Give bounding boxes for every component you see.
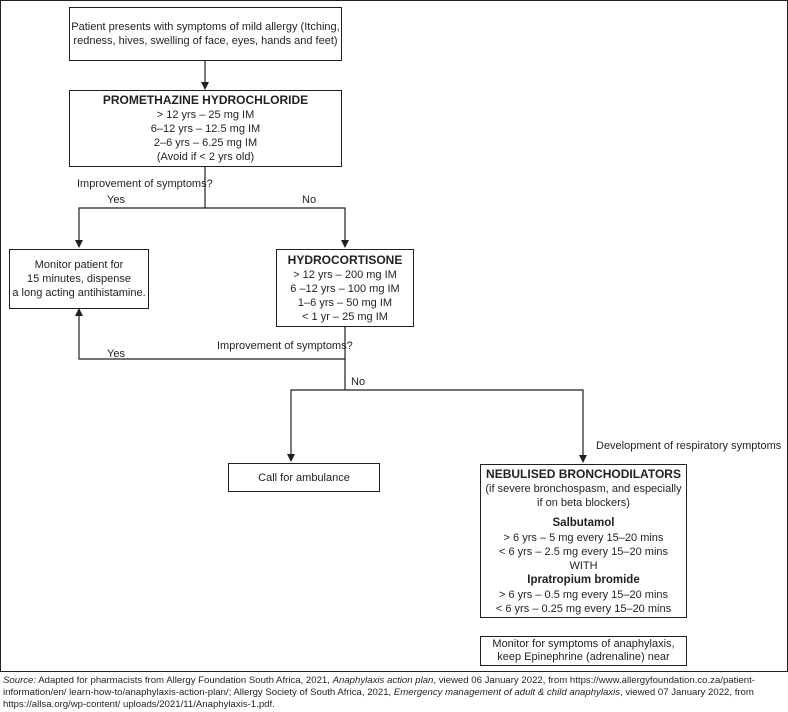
with-label: WITH [569, 559, 598, 572]
improvement-question-1: Improvement of symptoms? [77, 178, 213, 190]
no-label-2: No [351, 376, 366, 388]
ipratropium-dose-2: < 6 yrs – 0.25 mg every 15–20 mins [495, 602, 672, 615]
monitor-box: Monitor patient for 15 minutes, dispense… [9, 249, 149, 309]
source-text-3: , viewed 07 January 2022, from https://a… [3, 687, 754, 711]
yes-label-1: Yes [107, 194, 125, 206]
nebulised-note-2: if on beta blockers) [537, 496, 630, 509]
monitor-line-1: Monitor patient for [34, 259, 124, 271]
source-title-2: Emergency management of adult & child an… [393, 687, 621, 699]
hydrocortisone-dose-4: < 1 yr – 25 mg IM [302, 310, 388, 323]
hydrocortisone-dose-3: 1–6 yrs – 50 mg IM [297, 296, 393, 309]
source-title-1: Anaphylaxis action plan [332, 675, 434, 686]
nebulised-box: NEBULISED BRONCHODILATORS (if severe bro… [480, 464, 687, 618]
source-label: Source: [3, 675, 37, 686]
ipratropium-dose-1: > 6 yrs – 0.5 mg every 15–20 mins [498, 588, 669, 601]
connector-promethazine-branch [75, 167, 206, 248]
start-line-1: Patient presents with symptoms of mild a… [71, 21, 340, 33]
ambulance-box: Call for ambulance [228, 463, 380, 492]
connector-promethazine-no [205, 207, 349, 248]
anaphylaxis-line-1: Monitor for symptoms of anaphylaxis, [492, 638, 675, 650]
nebulised-note-1: (if severe bronchospasm, and especially [485, 482, 682, 495]
hydrocortisone-title: HYDROCORTISONE [287, 252, 403, 267]
start-box: Patient presents with symptoms of mild a… [69, 7, 342, 61]
connector-hydrocortisone-yes [75, 308, 346, 360]
anaphylaxis-monitor-box: Monitor for symptoms of anaphylaxis, kee… [480, 636, 687, 666]
hydrocortisone-box: HYDROCORTISONE > 12 yrs – 200 mg IM 6 –1… [276, 249, 414, 327]
promethazine-dose-2: 6–12 yrs – 12.5 mg IM [150, 123, 261, 135]
salbutamol-dose-2: < 6 yrs – 2.5 mg every 15–20 mins [498, 545, 669, 558]
connector-to-nebulised [345, 389, 587, 463]
hydrocortisone-dose-1: > 12 yrs – 200 mg IM [293, 268, 397, 281]
salbutamol-title: Salbutamol [552, 516, 615, 529]
no-label-1: No [302, 194, 317, 206]
ambulance-text: Call for ambulance [258, 471, 350, 484]
promethazine-dose-1: > 12 yrs – 25 mg IM [156, 109, 255, 121]
start-line-2: redness, hives, swelling of face, eyes, … [73, 35, 338, 47]
nebulised-title: NEBULISED BRONCHODILATORS [486, 466, 681, 481]
salbutamol-dose-1: > 6 yrs – 5 mg every 15–20 mins [503, 531, 664, 544]
connector-to-ambulance [287, 389, 345, 462]
source-text-2: , viewed 06 January 2022, from https://w… [3, 675, 755, 699]
anaphylaxis-line-2: keep Epinephrine (adrenaline) near [497, 651, 670, 663]
hydrocortisone-dose-2: 6 –12 yrs – 100 mg IM [290, 282, 400, 295]
promethazine-dose-3: 2–6 yrs – 6.25 mg IM [153, 137, 258, 149]
source-note: Source: Adapted for pharmacists from All… [3, 675, 785, 712]
promethazine-title: PROMETHAZINE HYDROCHLORIDE [102, 93, 309, 107]
yes-label-2: Yes [107, 348, 125, 360]
respiratory-symptoms-label: Development of respiratory symptoms [596, 440, 782, 452]
monitor-line-3: a long acting antihistamine. [12, 287, 146, 299]
ipratropium-title: Ipratropium bromide [527, 573, 640, 586]
improvement-question-2: Improvement of symptoms? [217, 340, 353, 352]
source-text-1: Adapted for pharmacists from Allergy Fou… [36, 675, 333, 686]
promethazine-box: PROMETHAZINE HYDROCHLORIDE > 12 yrs – 25… [69, 90, 342, 167]
promethazine-dose-4: (Avoid if < 2 yrs old) [156, 151, 255, 163]
monitor-line-2: 15 minutes, dispense [27, 273, 131, 285]
